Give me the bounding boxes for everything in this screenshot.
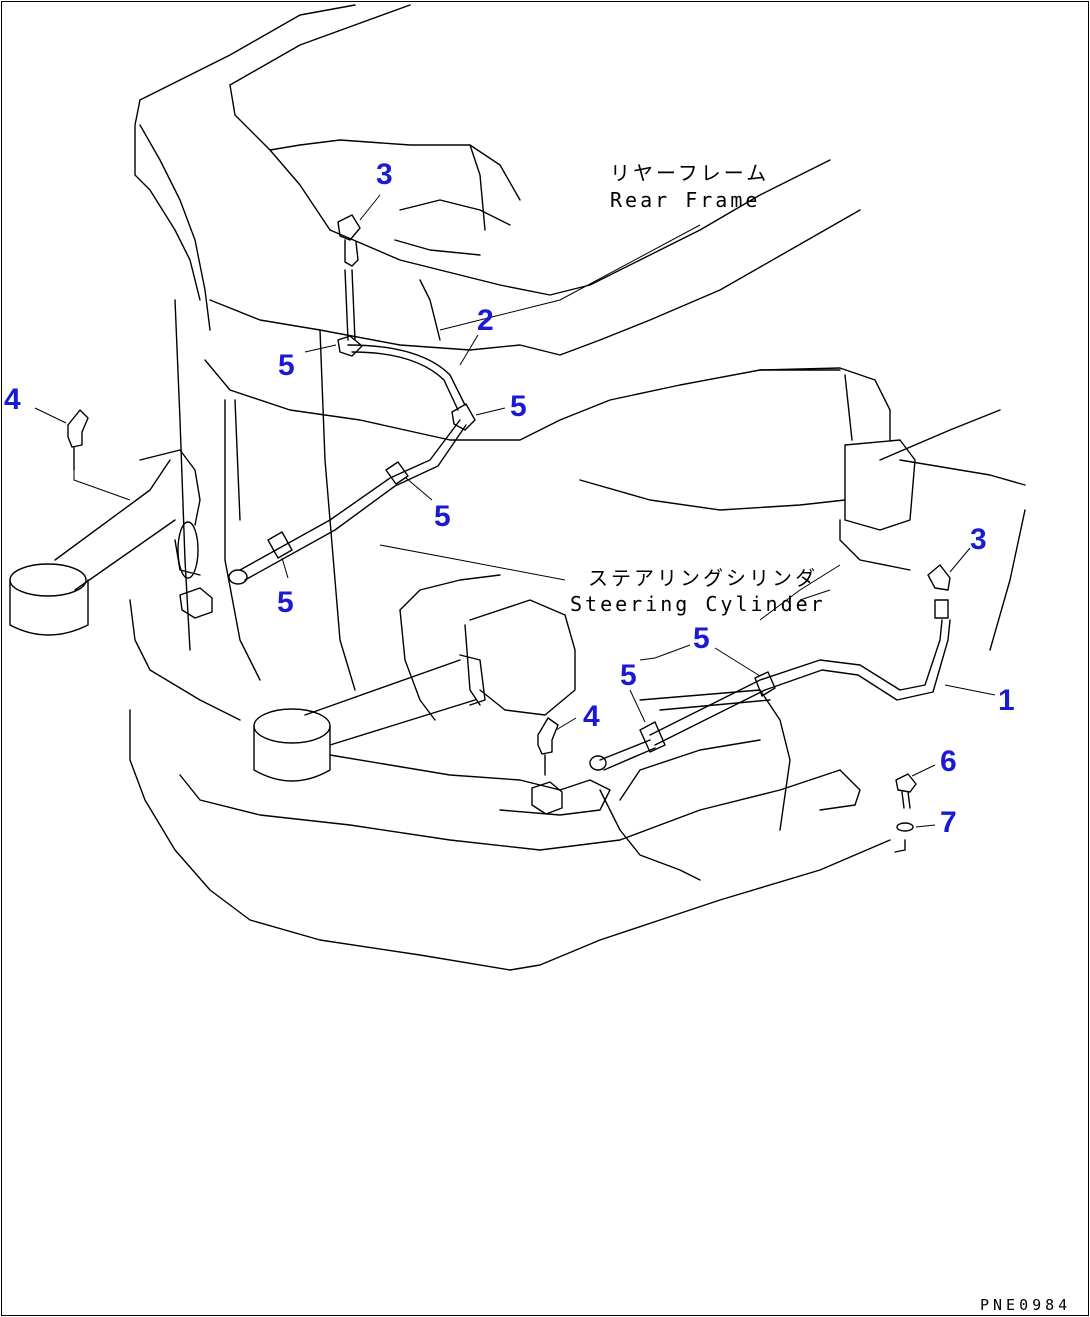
hose-lines bbox=[239, 269, 951, 771]
front-frame-outline bbox=[399, 367, 1026, 721]
part-number-5-mid: 5 bbox=[434, 500, 451, 533]
steering-cylinder-jp-label: ステアリングシリンダ bbox=[588, 566, 818, 590]
part-number-6: 6 bbox=[940, 745, 957, 778]
part-number-3-top: 3 bbox=[376, 158, 393, 191]
center-steering-cylinder bbox=[253, 599, 576, 782]
left-steering-cylinder bbox=[9, 449, 201, 636]
lower-frame-outline bbox=[129, 599, 891, 971]
part-number-5-lower-right: 5 bbox=[693, 622, 710, 655]
steering-cylinder-en-label: Steering Cylinder bbox=[570, 592, 826, 616]
part-number-5-lower-mid: 5 bbox=[620, 659, 637, 692]
leader-lines bbox=[34, 194, 996, 828]
part-number-5-left-lower: 5 bbox=[277, 586, 294, 619]
document-id: PNE0984 bbox=[980, 1296, 1071, 1314]
part-number-4-center: 4 bbox=[583, 700, 600, 733]
part-number-3-right: 3 bbox=[970, 523, 987, 556]
part-number-4-left: 4 bbox=[4, 383, 21, 416]
part-number-2: 2 bbox=[477, 304, 494, 337]
part-number-5-upper-left: 5 bbox=[278, 349, 295, 382]
part-number-5-upper-right: 5 bbox=[510, 390, 527, 423]
rear-frame-en-label: Rear Frame bbox=[610, 188, 760, 212]
part-number-1: 1 bbox=[998, 684, 1015, 717]
fittings bbox=[67, 214, 951, 853]
rear-frame-jp-label: リヤーフレーム bbox=[610, 161, 769, 185]
rear-frame-outline bbox=[134, 4, 861, 691]
part-number-7: 7 bbox=[940, 806, 957, 839]
